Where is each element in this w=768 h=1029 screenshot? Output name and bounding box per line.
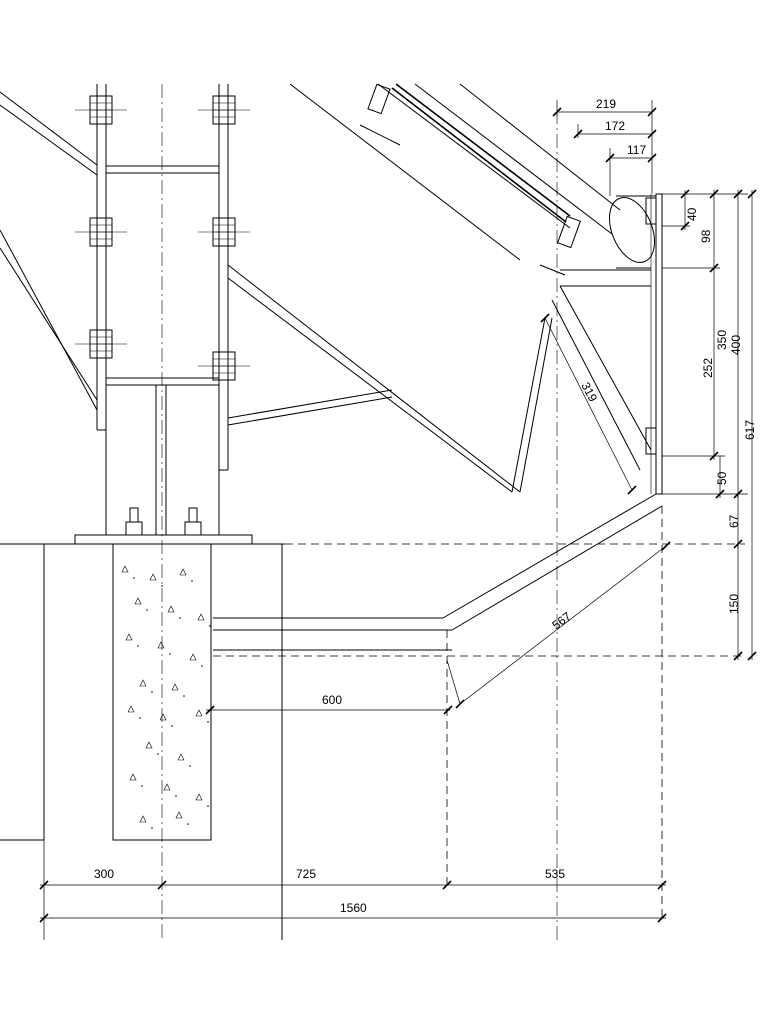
dim-219: 219 (596, 97, 616, 111)
column-bolt-groups (75, 95, 250, 381)
dim-617: 617 (743, 420, 757, 440)
concrete-speck (171, 683, 179, 691)
dimension-diagonal: 319 567 (446, 313, 671, 709)
concrete-speck (139, 679, 147, 687)
concrete-dot (175, 795, 177, 797)
concrete-dot (137, 645, 139, 647)
concrete-dot (201, 665, 203, 667)
concrete-speck (163, 783, 171, 791)
end-bracket (551, 193, 663, 495)
dim-725: 725 (296, 867, 316, 881)
concrete-speck (177, 753, 185, 761)
dim-1560: 1560 (340, 901, 367, 915)
concrete-speck (129, 773, 137, 781)
dimension-top: 219 172 117 (552, 97, 657, 196)
concrete-speck (195, 793, 203, 801)
dim-172: 172 (605, 119, 625, 133)
dim-600: 600 (322, 693, 342, 707)
concrete-dot (141, 785, 143, 787)
concrete-speck (125, 633, 133, 641)
concrete-speck (149, 573, 157, 581)
concrete-dot (171, 725, 173, 727)
concrete-dot (207, 721, 209, 723)
concrete-dot (189, 765, 191, 767)
dim-98: 98 (699, 229, 713, 243)
concrete-dot (146, 609, 148, 611)
concrete-dot (207, 805, 209, 807)
dim-567: 567 (549, 609, 574, 632)
dim-50: 50 (715, 471, 729, 485)
bolt-icon (75, 217, 127, 247)
dim-350: 350 (715, 330, 729, 350)
concrete-speck (197, 613, 205, 621)
dim-319: 319 (578, 380, 600, 405)
concrete-dot (187, 823, 189, 825)
dim-252: 252 (701, 358, 715, 378)
left-diagonal-brace (0, 91, 98, 411)
upper-rail (359, 83, 621, 276)
concrete-speck (134, 597, 142, 605)
concrete-dot (139, 717, 141, 719)
concrete-dot (133, 577, 135, 579)
concrete-speck (175, 811, 183, 819)
concrete-dot (151, 691, 153, 693)
bolt-icon (75, 329, 127, 359)
concrete-dot (191, 580, 193, 582)
concrete-speck (167, 605, 175, 613)
dim-535: 535 (545, 867, 565, 881)
concrete-speck (145, 741, 153, 749)
concrete-dot (209, 625, 211, 627)
dim-300: 300 (94, 867, 114, 881)
concrete-speck (127, 705, 135, 713)
concrete-dot (161, 585, 163, 587)
dim-400: 400 (729, 335, 743, 355)
inclined-beam (227, 83, 553, 493)
bolt-icon (75, 95, 127, 125)
dim-40: 40 (685, 207, 699, 221)
steel-column (74, 84, 253, 545)
concrete-hatch (121, 565, 211, 829)
concrete-speck (195, 709, 203, 717)
concrete-speck (157, 641, 165, 649)
concrete-dot (151, 827, 153, 829)
concrete-dot (169, 653, 171, 655)
dim-117: 117 (627, 143, 646, 157)
dimension-right: 40 98 350 400 617 252 50 67 150 (662, 189, 757, 661)
concrete-dot (183, 695, 185, 697)
bolt-icon (198, 95, 250, 125)
bolt-icon (198, 351, 250, 381)
dimension-bottom: 300 725 535 1560 (39, 840, 667, 940)
concrete-speck (121, 565, 129, 573)
dim-150: 150 (727, 594, 741, 614)
concrete-speck (179, 568, 187, 576)
dimension-600: 600 (205, 693, 453, 715)
bent-plate (213, 493, 745, 657)
concrete-speck (189, 653, 197, 661)
dim-67: 67 (727, 514, 741, 528)
concrete-dot (179, 617, 181, 619)
concrete-speck (139, 815, 147, 823)
bolt-icon (198, 217, 250, 247)
center-lines (161, 84, 663, 940)
concrete-dot (157, 753, 159, 755)
concrete-speck (159, 713, 167, 721)
